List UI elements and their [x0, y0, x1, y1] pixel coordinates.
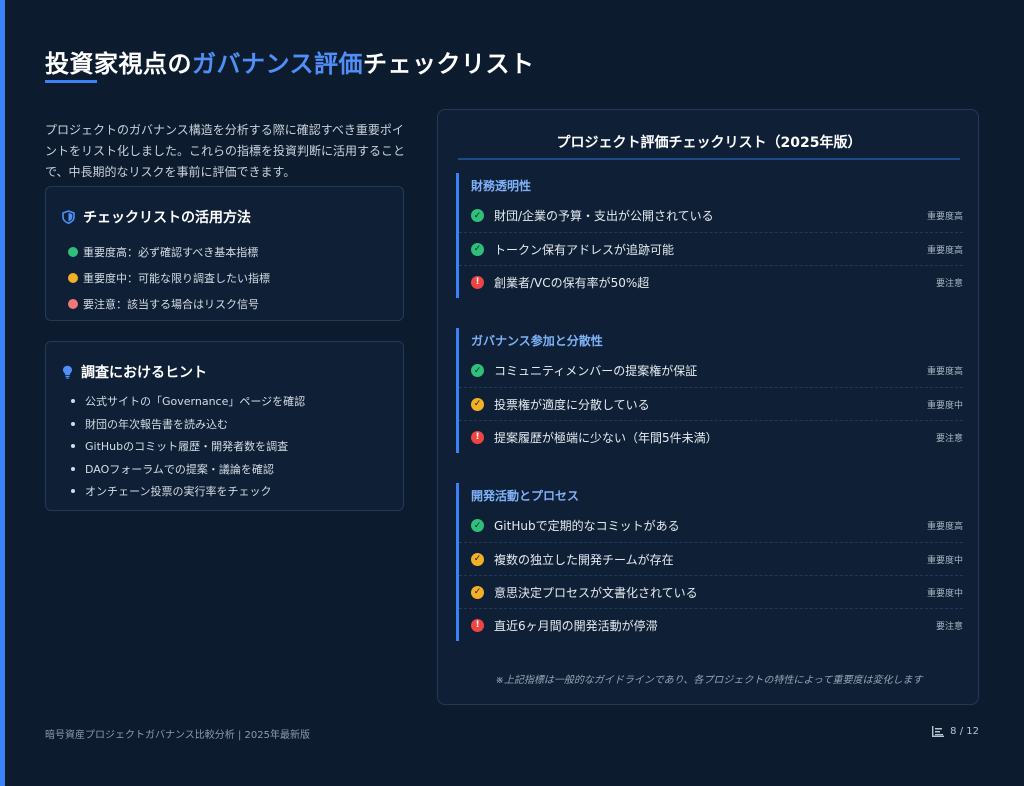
priority-badge: 要注意	[935, 433, 963, 444]
page-number: 8 / 12	[950, 726, 979, 737]
priority-badge: 重要度高	[926, 522, 963, 532]
hints-card: 調査におけるヒント 公式サイトの「Governance」ページを確認 財団の年次…	[45, 341, 404, 511]
bullet-icon	[71, 399, 75, 404]
bullet-icon	[71, 421, 75, 426]
bullet-icon	[71, 489, 75, 494]
hints-list: 公式サイトの「Governance」ページを確認 財団の年次報告書を読み込む G…	[68, 390, 305, 503]
checklist-title: プロジェクト評価チェックリスト（2025年版）	[556, 135, 862, 151]
checklist-row: ✓ コミュニティメンバーの提案権が保証 重要度高	[459, 354, 963, 387]
page-indicator: 8 / 12	[932, 726, 979, 737]
check-circle-icon: ✓	[471, 364, 484, 377]
checklist-row: ✓ トークン保有アドレスが追跡可能 重要度高	[459, 232, 963, 265]
checklist-row: ✓ GitHubで定期的なコミットがある 重要度高	[459, 509, 963, 542]
exclamation-circle-icon: !	[471, 275, 484, 289]
hint-item: DAOフォーラムでの提案・議論を確認	[68, 458, 305, 481]
title-highlight: ガバナンス評価	[192, 50, 364, 78]
section-title: ガバナンス参加と分散性	[471, 334, 603, 348]
usage-item-medium: 重要度中：可能な限り調査したい指標	[68, 265, 270, 291]
title-suffix: チェックリスト	[363, 50, 535, 78]
checklist-row: ! 提案履歴が極端に少ない（年間5件未満） 要注意	[459, 420, 963, 453]
priority-badge: 重要度中	[926, 588, 963, 599]
exclamation-circle-icon: !	[471, 618, 484, 632]
intro-text: プロジェクトのガバナンス構造を分析する際に確認すべき重要ポイントをリスト化しまし…	[45, 123, 406, 179]
usage-item-label: 重要度中：可能な限り調査したい指標	[83, 272, 270, 285]
priority-badge: 重要度中	[926, 400, 963, 411]
hint-item: オンチェーン投票の実行率をチェック	[68, 480, 305, 503]
check-circle-icon: ✓	[471, 397, 484, 411]
section-governance-participation: ガバナンス参加と分散性 ✓ コミュニティメンバーの提案権が保証 重要度高 ✓ 投…	[456, 328, 963, 453]
priority-badge: 要注意	[935, 621, 963, 632]
usage-item-label: 要注意：該当する場合はリスク信号	[83, 298, 259, 311]
checklist-row-text: 複数の独立した開発チームが存在	[494, 552, 674, 567]
section-title: 開発活動とプロセス	[471, 489, 580, 503]
usage-card: チェックリストの活用方法 重要度高：必ず確認すべき基本指標 重要度中：可能な限り…	[45, 186, 404, 321]
checklist-row-text: 創業者/VCの保有率が50%超	[494, 275, 650, 290]
checklist-row-text: GitHubで定期的なコミットがある	[494, 519, 680, 533]
green-dot-icon	[68, 247, 78, 257]
priority-badge: 重要度高	[926, 212, 963, 222]
checklist-row-text: 意思決定プロセスが文書化されている	[494, 585, 698, 600]
checklist-row: ✓ 投票権が適度に分散している 重要度中	[459, 387, 963, 420]
checklist-row-text: 提案履歴が極端に少ない（年間5件未満）	[494, 430, 718, 445]
check-circle-icon: ✓	[471, 585, 484, 599]
bullet-icon	[71, 444, 75, 449]
section-development-process: 開発活動とプロセス ✓ GitHubで定期的なコミットがある 重要度高 ✓ 複数…	[456, 483, 963, 641]
hint-text: DAOフォーラムでの提案・議論を確認	[85, 462, 274, 476]
hint-item: 公式サイトの「Governance」ページを確認	[68, 390, 305, 413]
page-title: 投資家視点のガバナンス評価チェックリスト	[45, 44, 535, 79]
bar-chart-icon	[932, 726, 945, 737]
usage-item-caution: 要注意：該当する場合はリスク信号	[68, 291, 270, 317]
usage-card-title: チェックリストの活用方法	[83, 210, 251, 226]
hint-item: 財団の年次報告書を読み込む	[68, 413, 305, 436]
red-dot-icon	[68, 299, 78, 309]
checklist-panel: プロジェクト評価チェックリスト（2025年版） 財務透明性 ✓ 財団/企業の予算…	[437, 109, 979, 705]
usage-item-high: 重要度高：必ず確認すべき基本指標	[68, 239, 270, 265]
section-financial-transparency: 財務透明性 ✓ 財団/企業の予算・支出が公開されている 重要度高 ✓ トークン保…	[456, 173, 963, 298]
checklist-row: ✓ 財団/企業の予算・支出が公開されている 重要度高	[459, 199, 963, 232]
check-circle-icon: ✓	[471, 519, 484, 532]
checklist-row: ✓ 複数の独立した開発チームが存在 重要度中	[459, 542, 963, 575]
priority-badge: 重要度高	[926, 367, 963, 377]
exclamation-circle-icon: !	[471, 430, 484, 444]
hints-card-title: 調査におけるヒント	[81, 365, 207, 381]
footer-caption: 暗号資産プロジェクトガバナンス比較分析 | 2025年最新版	[45, 730, 310, 741]
usage-list: 重要度高：必ず確認すべき基本指標 重要度中：可能な限り調査したい指標 要注意：該…	[68, 239, 270, 317]
checklist-row: ! 直近6ヶ月間の開発活動が停滞 要注意	[459, 608, 963, 641]
hint-text: 財団の年次報告書を読み込む	[85, 417, 228, 431]
priority-badge: 要注意	[935, 278, 963, 289]
check-circle-icon: ✓	[471, 209, 484, 222]
priority-badge: 重要度高	[926, 245, 963, 256]
checklist-row: ✓ 意思決定プロセスが文書化されている 重要度中	[459, 575, 963, 608]
checklist-row-text: 財団/企業の予算・支出が公開されている	[494, 209, 714, 223]
hints-card-header: 調査におけるヒント	[62, 362, 207, 382]
usage-card-header: チェックリストの活用方法	[62, 207, 251, 227]
usage-item-label: 重要度高：必ず確認すべき基本指標	[83, 246, 259, 259]
bullet-icon	[71, 466, 75, 471]
left-accent-bar	[0, 0, 5, 786]
checklist-row-text: コミュニティメンバーの提案権が保証	[494, 364, 698, 378]
priority-badge: 重要度中	[926, 555, 963, 566]
checklist-row: ! 創業者/VCの保有率が50%超 要注意	[459, 265, 963, 298]
title-prefix: 投資家視点の	[45, 50, 192, 78]
hint-text: 公式サイトの「Governance」ページを確認	[85, 395, 306, 409]
checklist-row-text: 投票権が適度に分散している	[494, 397, 650, 412]
shield-icon	[62, 210, 75, 224]
lightbulb-icon	[63, 365, 72, 379]
checklist-divider	[458, 158, 960, 160]
check-circle-icon: ✓	[471, 552, 484, 566]
checklist-row-text: 直近6ヶ月間の開発活動が停滞	[494, 618, 658, 633]
checklist-footnote: ※上記指標は一般的なガイドラインであり、各プロジェクトの特性によって重要度は変化…	[495, 675, 923, 686]
yellow-dot-icon	[68, 273, 78, 283]
section-title: 財務透明性	[471, 179, 532, 193]
hint-text: オンチェーン投票の実行率をチェック	[85, 485, 272, 499]
check-circle-icon: ✓	[471, 242, 484, 256]
hint-item: GitHubのコミット履歴・開発者数を調査	[68, 435, 305, 458]
checklist-row-text: トークン保有アドレスが追跡可能	[494, 242, 675, 257]
hint-text: GitHubのコミット履歴・開発者数を調査	[85, 440, 289, 454]
title-underline	[45, 80, 97, 83]
